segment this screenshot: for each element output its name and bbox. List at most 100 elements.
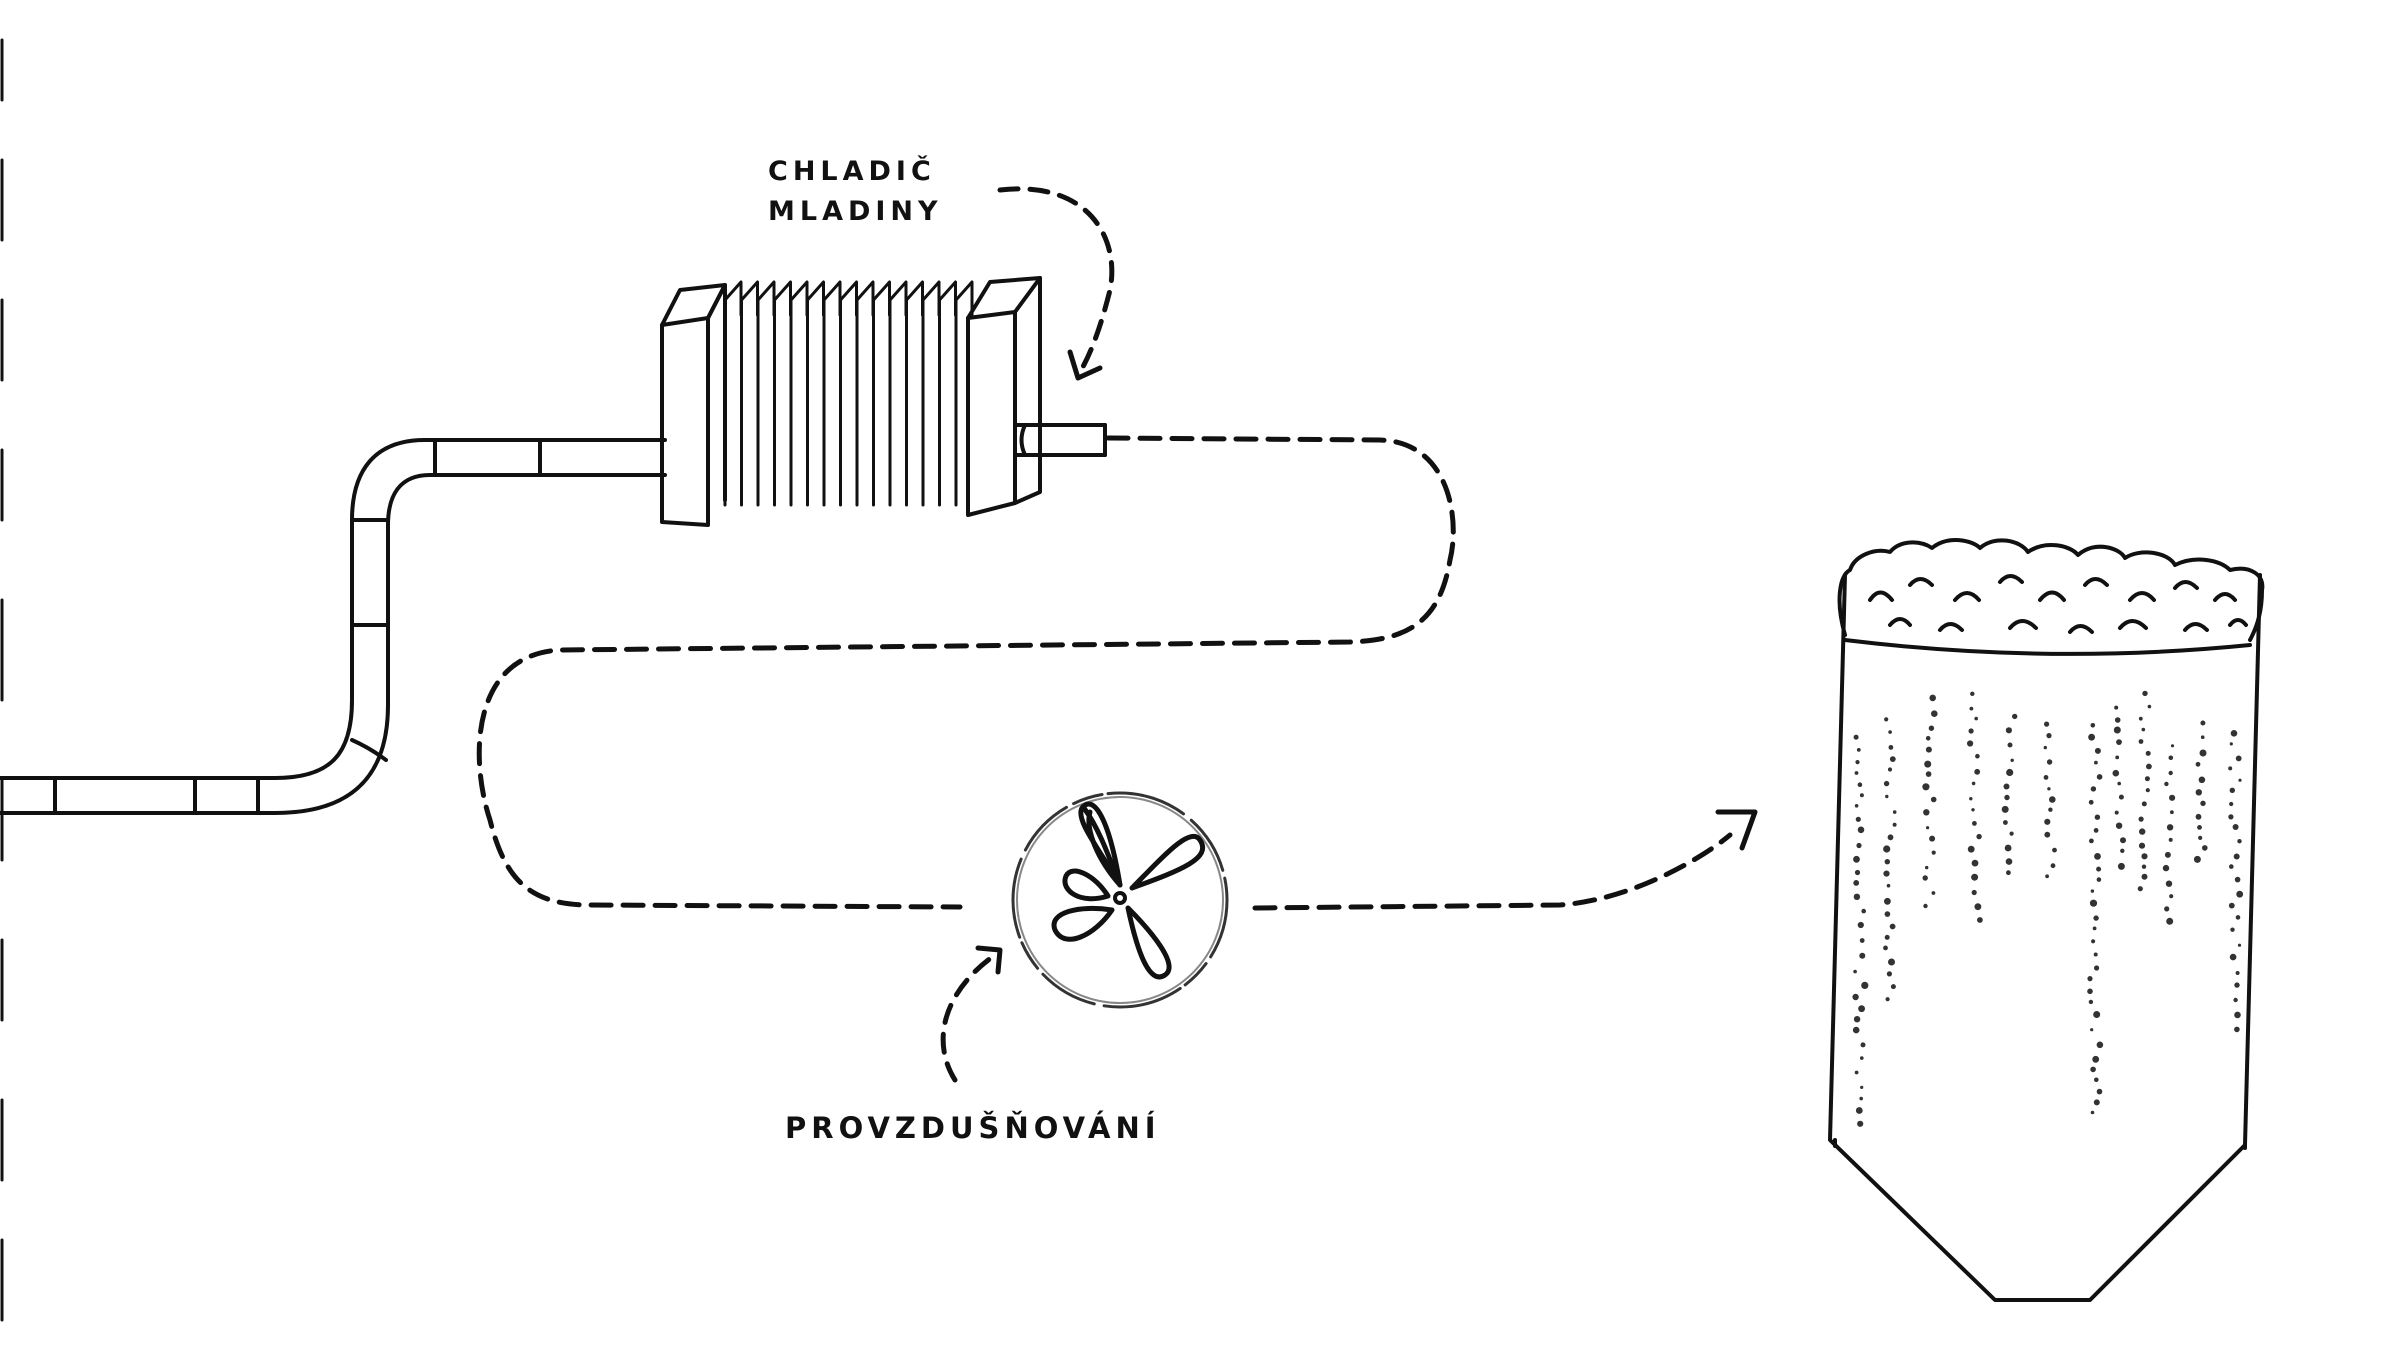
bubble [2237, 839, 2242, 844]
bubble [2115, 822, 2123, 829]
aeration-label-leader [940, 952, 998, 1083]
bubble [2228, 766, 2233, 771]
cooler-plate [938, 280, 957, 507]
bubble [1855, 816, 1861, 822]
bubble [1883, 945, 1888, 951]
bubble [2144, 776, 2150, 782]
bubble [1892, 810, 1897, 814]
bubble [2009, 831, 2014, 836]
bubble [2096, 774, 2103, 780]
bubble [1928, 725, 1935, 731]
bubble [1924, 760, 1932, 768]
bubble [2170, 744, 2175, 748]
bubble [2090, 723, 2096, 728]
cooler-plate [839, 280, 858, 507]
bubble [1861, 908, 1866, 914]
flow-path [476, 435, 1733, 911]
wort-cooler [660, 276, 1107, 527]
bubble [2114, 810, 2119, 815]
bubble [1929, 835, 1936, 842]
bubble [2164, 851, 2171, 858]
bubble [1888, 730, 1892, 734]
bubble [2094, 760, 2098, 765]
bubble [1887, 767, 1893, 772]
bubble [1974, 903, 1982, 911]
bubble [2230, 927, 2235, 932]
bubble [2229, 864, 2234, 869]
bubble [2005, 727, 2012, 734]
bubble [1859, 952, 1866, 959]
bubble [1855, 760, 1860, 765]
bubble [2234, 1011, 2241, 1019]
bubble [2044, 818, 2051, 825]
bubble [2094, 965, 2100, 971]
bubble [2170, 810, 2174, 815]
bubble [1860, 1056, 1864, 1060]
bubble [2089, 899, 2098, 907]
bubble [1859, 793, 1864, 798]
bubble [2118, 794, 2124, 800]
bubble [2001, 805, 2009, 813]
bubble [1861, 981, 1869, 990]
flow-arrowhead [1715, 809, 1758, 851]
bubble [1974, 716, 1978, 721]
bubble [2147, 704, 2152, 709]
bubble [2114, 705, 2119, 710]
bubble [2112, 769, 2120, 777]
bubble [1856, 748, 1861, 752]
aeration-fan-icon [1011, 791, 1229, 1009]
bubble [2162, 864, 2170, 872]
cooler-plate [888, 280, 908, 507]
cooler-plate [773, 280, 792, 507]
bubble [2166, 917, 2174, 925]
bubble [1971, 808, 1975, 812]
bubble [2168, 770, 2173, 776]
bubble [1853, 880, 1860, 886]
bubble [1853, 734, 1859, 740]
bubble [2169, 894, 2174, 899]
bubble [2010, 758, 2014, 762]
bubble [2234, 1026, 2240, 1033]
bubble [2139, 828, 2146, 835]
bubble [2090, 1110, 2095, 1115]
bubble [2228, 814, 2234, 820]
cooler-leader-arrowhead [1067, 349, 1103, 381]
bubble [1859, 938, 1865, 943]
bubble [2116, 739, 2122, 745]
bubble [1888, 745, 1894, 750]
bubble [2138, 739, 2144, 744]
bubble [1923, 809, 1930, 816]
bubble [1971, 873, 1979, 881]
bubble [1858, 1005, 1865, 1013]
bubble [2089, 838, 2094, 844]
bubble [2200, 735, 2205, 739]
bubble [1852, 993, 1859, 1001]
bubble [1969, 706, 1974, 711]
bubble [1853, 893, 1861, 900]
bubble [2141, 853, 2148, 860]
bubble [2090, 889, 2095, 893]
bubble [2003, 783, 2010, 790]
cooler-plate [921, 280, 941, 507]
bubble [2141, 873, 2148, 880]
bubble [2193, 855, 2201, 863]
bubble [2094, 1077, 2099, 1083]
bubble [1883, 780, 1890, 787]
bubble [2202, 845, 2208, 851]
bubble [2087, 976, 2093, 982]
bubble [1853, 969, 1857, 974]
bubble [2049, 796, 2056, 803]
bubble [2164, 781, 2169, 787]
cooler-plate [740, 280, 759, 507]
bubble [2004, 844, 2012, 852]
bubble [2096, 877, 2102, 882]
bubble [2198, 835, 2203, 841]
bubble [2096, 1088, 2103, 1095]
bubble [2145, 788, 2150, 793]
bubble [1977, 917, 1983, 923]
bubble [1972, 821, 1977, 826]
bubble [2235, 755, 2242, 762]
bubble [2138, 842, 2146, 849]
bubble [2138, 716, 2143, 721]
